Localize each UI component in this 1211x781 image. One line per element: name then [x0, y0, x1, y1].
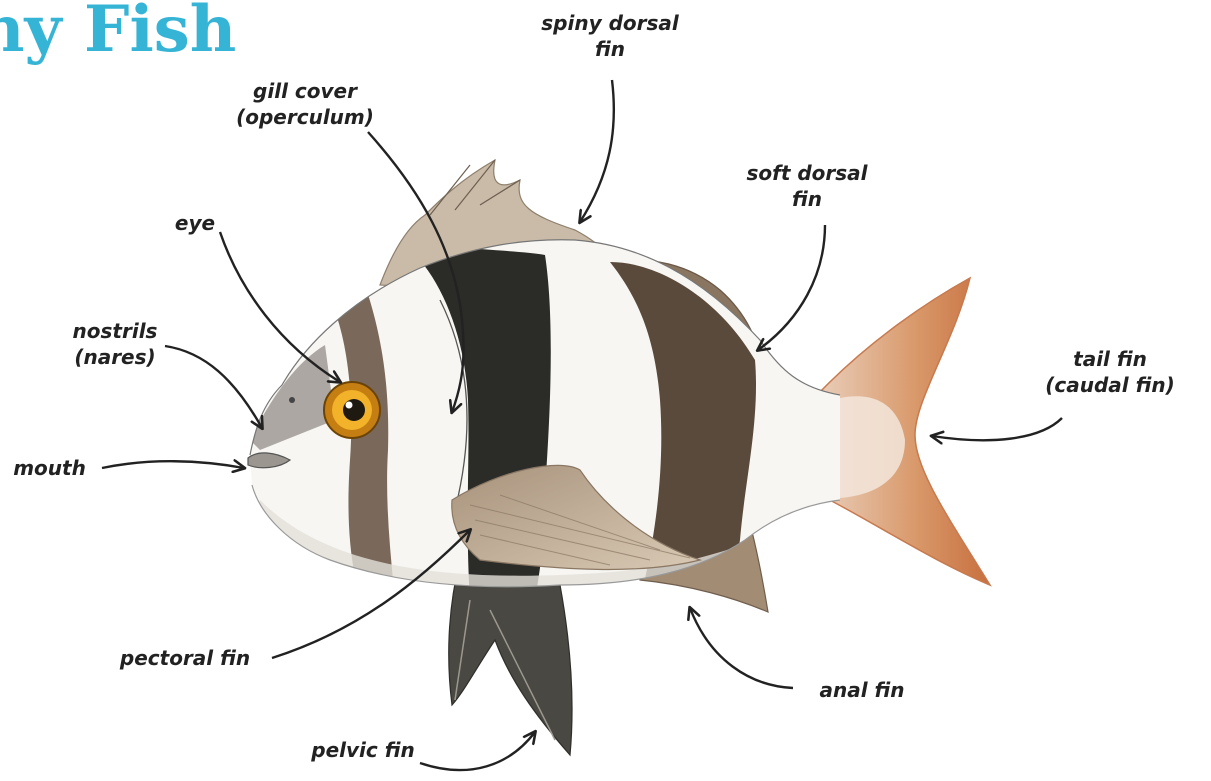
arrow-anal [690, 608, 793, 688]
label-spiny-dorsal-fin: spiny dorsal fin [520, 10, 700, 62]
label-anal-fin: anal fin [797, 677, 927, 703]
arrow-pelvic [420, 732, 535, 770]
label-pectoral-fin: pectoral fin [100, 645, 270, 671]
label-mouth: mouth [2, 455, 97, 481]
arrow-tail [932, 418, 1062, 440]
label-gill-cover: gill cover (operculum) [215, 78, 395, 130]
label-eye: eye [165, 210, 225, 236]
arrow-soft-dorsal [758, 225, 825, 350]
arrow-mouth [102, 461, 244, 468]
label-pelvic-fin: pelvic fin [298, 737, 428, 763]
nostril-mark [289, 397, 295, 403]
fish-eye [324, 382, 380, 438]
label-soft-dorsal-fin: soft dorsal fin [722, 160, 892, 212]
arrow-nostrils [165, 346, 262, 428]
pelvic-fin [449, 560, 572, 755]
label-tail-fin: tail fin (caudal fin) [1010, 346, 1210, 398]
label-nostrils: nostrils (nares) [55, 318, 175, 370]
arrow-spiny-dorsal [580, 80, 614, 222]
